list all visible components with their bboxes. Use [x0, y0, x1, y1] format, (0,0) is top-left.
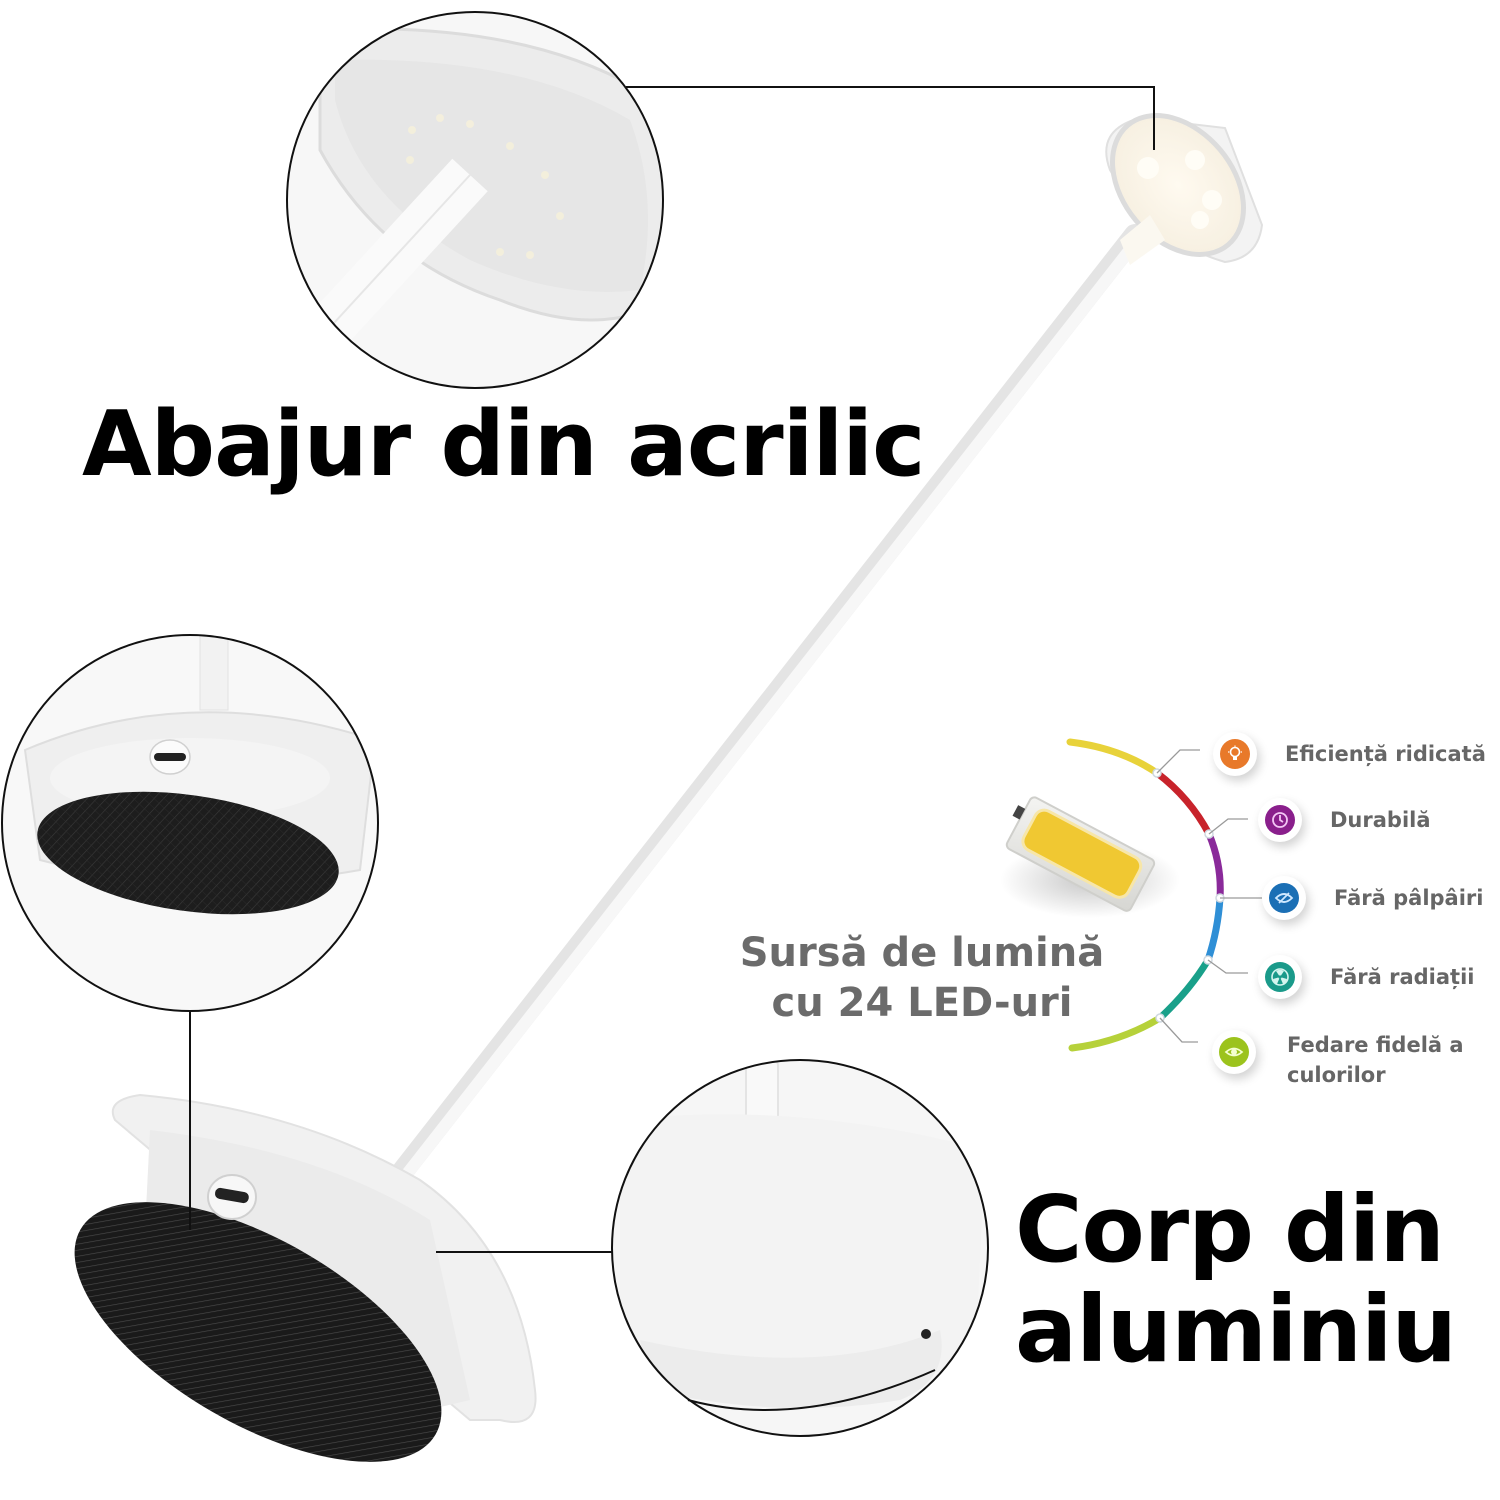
- feature-label: Fără radiații: [1330, 965, 1475, 989]
- lightbulb-icon: [1220, 739, 1250, 769]
- feature-label: Durabilă: [1330, 808, 1431, 832]
- led-caption-line-1: Sursă de lumină: [739, 930, 1105, 976]
- led-chip-image: [1000, 796, 1180, 918]
- feature-label: Eficiență ridicată: [1285, 742, 1486, 766]
- detail-circle-base-bottom: [1, 634, 379, 1012]
- led-caption-line-2: cu 24 LED-uri: [771, 980, 1073, 1026]
- feature-label-line-1: Fedare fidelă a: [1287, 1033, 1464, 1057]
- led-source-caption: Sursă de lumină cu 24 LED-uri: [712, 928, 1132, 1028]
- leader-lines: [189, 86, 1155, 1253]
- body-heading-line-1: Corp din: [1015, 1176, 1445, 1283]
- eye-icon: [1219, 1037, 1249, 1067]
- feature-label: Fără pâlpâiri: [1334, 886, 1484, 910]
- lamp-head: [1105, 113, 1264, 265]
- detail-circle-body: [611, 1059, 989, 1437]
- feature-color-fidelity: Fedare fidelă a culorilor: [1212, 1030, 1464, 1090]
- feature-flicker-free: Fără pâlpâiri: [1262, 876, 1483, 920]
- feature-durable: Durabilă: [1258, 798, 1431, 842]
- feature-label: Fedare fidelă a culorilor: [1287, 1030, 1464, 1090]
- shade-material-heading: Abajur din acrilic: [82, 392, 925, 497]
- feature-radiation-free: Fără radiații: [1258, 955, 1475, 999]
- detail-circle-shade: [286, 11, 664, 389]
- lamp-pole: [381, 224, 1146, 1196]
- clock-icon: [1265, 805, 1295, 835]
- feature-label-line-2: culorilor: [1287, 1063, 1386, 1087]
- body-heading-line-2: aluminiu: [1015, 1276, 1457, 1383]
- feature-high-efficiency: Eficiență ridicată: [1213, 732, 1486, 776]
- leader-line-shade: [626, 86, 1155, 150]
- feature-connector-lines: [1156, 749, 1262, 1043]
- radiation-icon: [1265, 962, 1295, 992]
- body-material-heading: Corp din aluminiu: [1015, 1176, 1457, 1383]
- lamp-base: [74, 1093, 537, 1462]
- eye-off-icon: [1269, 883, 1299, 913]
